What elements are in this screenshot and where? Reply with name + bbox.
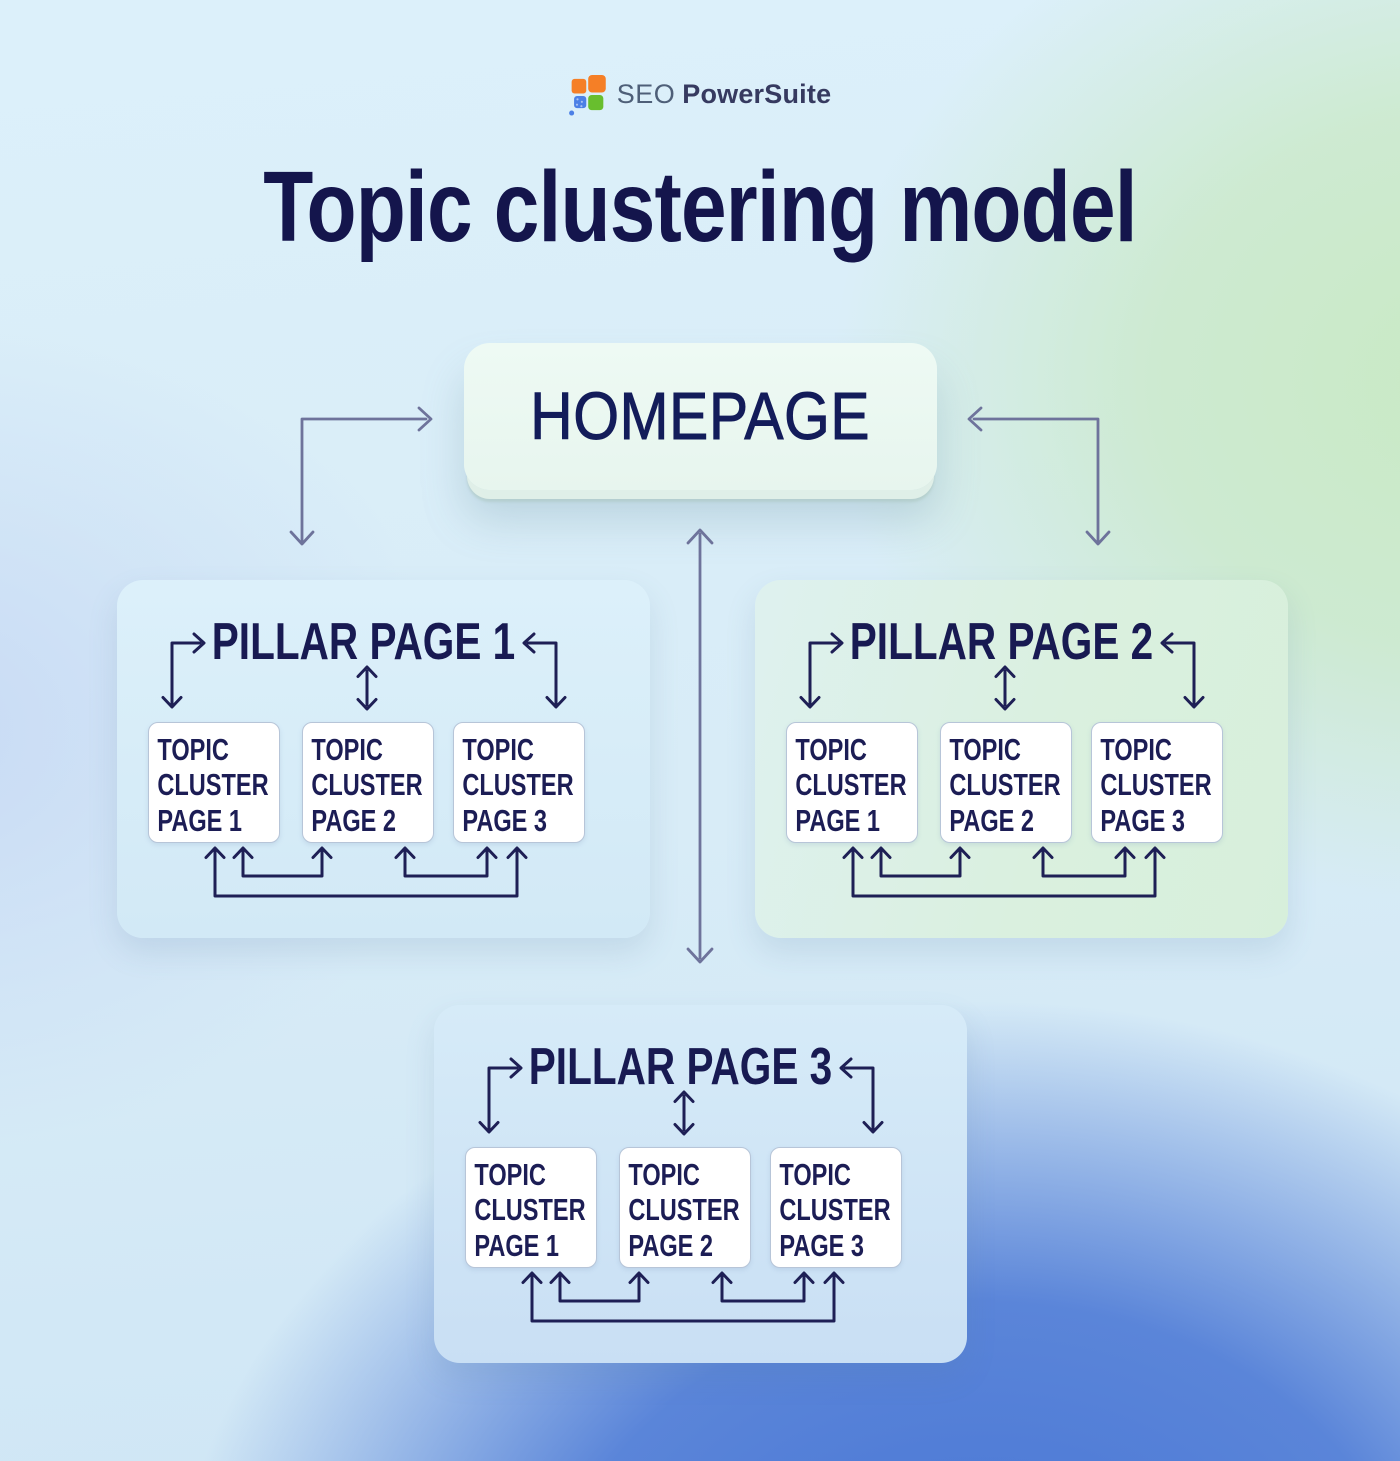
topic-cluster-label: TOPIC CLUSTER PAGE 3 <box>462 732 574 838</box>
page-title: Topic clustering model <box>263 151 1137 263</box>
pillar-card-2: PILLAR PAGE 2 TOPIC CLUSTER PAGE 1 TOPIC… <box>755 580 1288 938</box>
connector-homepage-pillar2-arrow <box>967 406 1111 546</box>
pillar3-title: PILLAR PAGE 3 <box>528 1038 833 1096</box>
pillar1-title: PILLAR PAGE 1 <box>211 613 516 671</box>
pillar1-topic-cluster-box-1: TOPIC CLUSTER PAGE 1 <box>148 722 280 843</box>
connector-homepage-pillar3-double-arrow <box>686 528 714 964</box>
topic-cluster-label: TOPIC CLUSTER PAGE 3 <box>779 1157 891 1263</box>
brand-logo: SEO PowerSuite <box>569 72 832 116</box>
topic-cluster-label: TOPIC CLUSTER PAGE 3 <box>1100 732 1212 838</box>
connector-homepage-pillar1-arrow <box>289 406 433 546</box>
pillar2-title: PILLAR PAGE 2 <box>849 613 1154 671</box>
topic-cluster-label: TOPIC CLUSTER PAGE 1 <box>795 732 907 838</box>
pillar2-topic-cluster-box-3: TOPIC CLUSTER PAGE 3 <box>1091 722 1223 843</box>
topic-cluster-label: TOPIC CLUSTER PAGE 1 <box>157 732 269 838</box>
topic-cluster-label: TOPIC CLUSTER PAGE 1 <box>474 1157 586 1263</box>
pillar-card-1: PILLAR PAGE 1 TOPIC CLUSTER PAGE 1 TOPIC… <box>117 580 650 938</box>
topic-cluster-label: TOPIC CLUSTER PAGE 2 <box>311 732 423 838</box>
topic-cluster-label: TOPIC CLUSTER PAGE 2 <box>628 1157 740 1263</box>
topic-cluster-label: TOPIC CLUSTER PAGE 2 <box>949 732 1061 838</box>
pillar3-topic-cluster-box-1: TOPIC CLUSTER PAGE 1 <box>465 1147 597 1268</box>
pillar3-topic-cluster-box-3: TOPIC CLUSTER PAGE 3 <box>770 1147 902 1268</box>
pillar1-topic-cluster-box-3: TOPIC CLUSTER PAGE 3 <box>453 722 585 843</box>
pillar2-topic-cluster-box-1: TOPIC CLUSTER PAGE 1 <box>786 722 918 843</box>
pillar2-topic-cluster-box-2: TOPIC CLUSTER PAGE 2 <box>940 722 1072 843</box>
brand-text-seo: SEO <box>616 78 676 109</box>
pillar1-topic-cluster-box-2: TOPIC CLUSTER PAGE 2 <box>302 722 434 843</box>
pillar3-topic-cluster-box-2: TOPIC CLUSTER PAGE 2 <box>619 1147 751 1268</box>
brand-text-powersuite: PowerSuite <box>682 78 832 109</box>
seo-powersuite-logo-icon <box>569 74 606 116</box>
homepage-node: HOMEPAGE <box>464 343 937 490</box>
homepage-label: HOMEPAGE <box>530 379 871 455</box>
pillar-card-3: PILLAR PAGE 3 TOPIC CLUSTER PAGE 1 TOPIC… <box>434 1005 967 1363</box>
